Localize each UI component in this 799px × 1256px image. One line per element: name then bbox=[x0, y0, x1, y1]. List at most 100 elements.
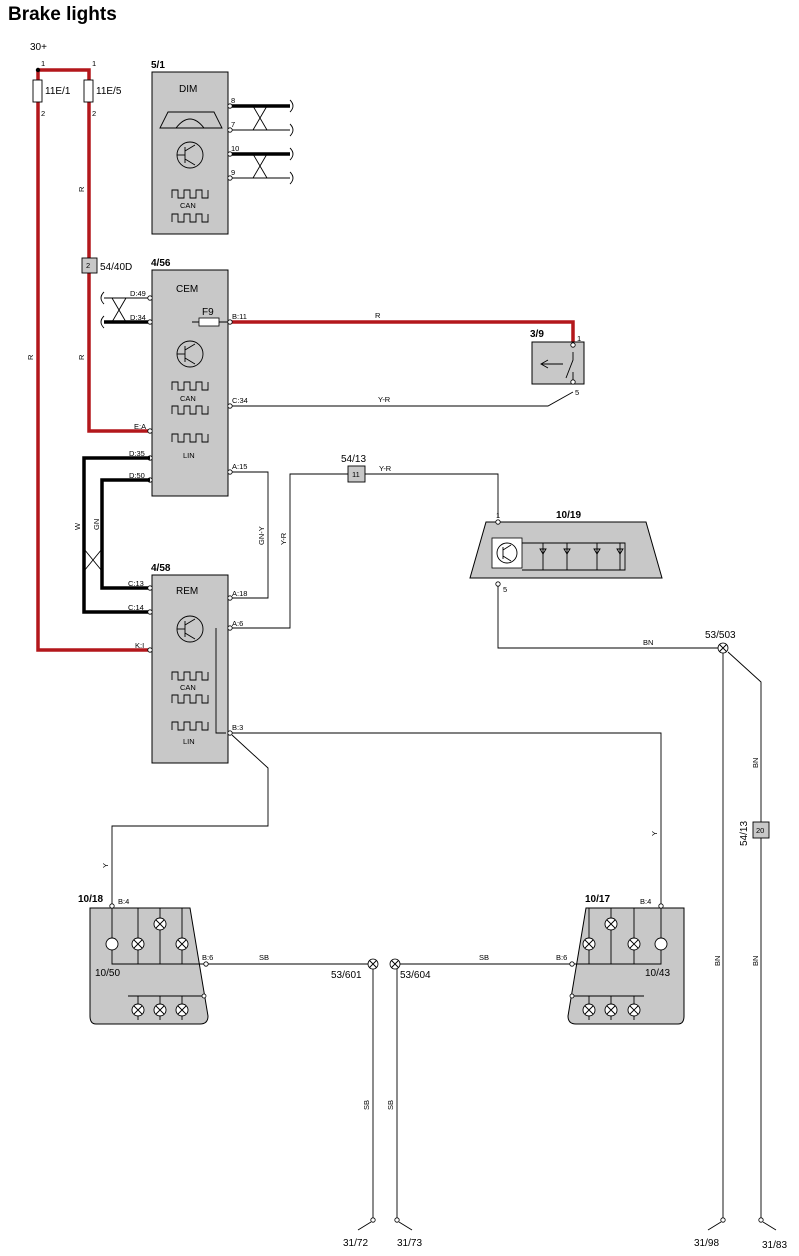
svg-text:2: 2 bbox=[86, 261, 90, 270]
led-icon bbox=[539, 548, 624, 555]
wire-color-label: SB bbox=[259, 953, 269, 962]
wire-gn bbox=[100, 478, 150, 590]
svg-text:8: 8 bbox=[231, 96, 235, 105]
can-pulse-icon bbox=[171, 189, 209, 199]
svg-text:10/19: 10/19 bbox=[556, 510, 581, 521]
wire-color-label: W bbox=[73, 522, 82, 530]
connector-54-13-pin20: 20 54/13 bbox=[739, 821, 770, 846]
svg-text:31/98: 31/98 bbox=[694, 1238, 719, 1249]
bulb-icon bbox=[582, 917, 668, 951]
svg-text:K:I: K:I bbox=[135, 641, 144, 650]
svg-text:53/601: 53/601 bbox=[331, 970, 362, 981]
supply-label: 30+ bbox=[30, 42, 47, 53]
wire-color-label: BN bbox=[751, 758, 760, 768]
wire-y-r-hmsl bbox=[232, 473, 348, 629]
svg-text:D:34: D:34 bbox=[130, 313, 146, 322]
svg-text:D:35: D:35 bbox=[129, 449, 145, 458]
wire-bn-hmsl bbox=[497, 586, 718, 649]
connector-54-13-pin11: 11 54/13 bbox=[341, 454, 366, 483]
wire-color-label: Y bbox=[650, 831, 659, 836]
wire-color-label: Y-R bbox=[279, 532, 288, 545]
svg-text:A:18: A:18 bbox=[232, 589, 247, 598]
right-tail-lamp: 10/17 B:4 B:6 10/43 bbox=[556, 894, 685, 1025]
supply-junction bbox=[35, 67, 41, 73]
ground-point-31-83: 31/83 bbox=[758, 1217, 787, 1251]
transistor-icon bbox=[176, 615, 204, 643]
svg-text:10/50: 10/50 bbox=[95, 968, 120, 979]
splice-53-503: 53/503 bbox=[705, 630, 736, 654]
fuse-11e-1: 1 2 11E/1 bbox=[32, 59, 71, 118]
svg-text:10/43: 10/43 bbox=[645, 968, 670, 979]
wire-w bbox=[82, 456, 150, 614]
svg-text:31/72: 31/72 bbox=[343, 1238, 368, 1249]
supply-wires bbox=[36, 68, 575, 652]
svg-text:1: 1 bbox=[577, 334, 581, 343]
svg-text:54/40D: 54/40D bbox=[100, 262, 132, 273]
wire-color-label: BN bbox=[643, 638, 653, 647]
svg-text:11: 11 bbox=[352, 470, 360, 479]
svg-text:1: 1 bbox=[41, 59, 45, 68]
wire-color-label: GN bbox=[92, 519, 101, 530]
svg-text:CAN: CAN bbox=[180, 201, 196, 210]
wire-color-label: Y-R bbox=[378, 395, 391, 404]
svg-text:B:11: B:11 bbox=[232, 312, 247, 321]
page-title: Brake lights bbox=[8, 4, 117, 25]
dim-id: 5/1 bbox=[151, 60, 165, 71]
supply-wire-rem bbox=[36, 70, 150, 652]
svg-text:20: 20 bbox=[756, 826, 764, 835]
svg-text:D:49: D:49 bbox=[130, 289, 146, 298]
svg-text:1: 1 bbox=[496, 511, 500, 520]
rem-id: 4/58 bbox=[151, 563, 171, 574]
high-mount-stop-lamp: 10/19 1 5 bbox=[469, 510, 663, 594]
fuse-f9: F9 bbox=[192, 307, 228, 327]
splice-53-604: 53/604 bbox=[389, 958, 431, 981]
svg-text:7: 7 bbox=[231, 120, 235, 129]
can-pulse-icon bbox=[171, 694, 209, 704]
wire-color-label: SB bbox=[479, 953, 489, 962]
instrument-cluster-icon bbox=[159, 111, 223, 129]
bulb-icon bbox=[582, 1003, 641, 1017]
svg-text:A:6: A:6 bbox=[232, 619, 243, 628]
left-tail-lamp: 10/18 B:4 B:6 10/50 bbox=[78, 894, 213, 1025]
wire-bn-31-83 bbox=[727, 651, 762, 1218]
can-pulse-icon bbox=[171, 213, 209, 223]
module-rem: 4/58 REM CAN LIN C:13 C:14 K:I A:18 A:6 … bbox=[128, 563, 247, 764]
svg-text:53/503: 53/503 bbox=[705, 630, 736, 641]
wire-color-label: Y bbox=[101, 863, 110, 868]
wire-color-label: GN-Y bbox=[257, 526, 266, 545]
wire-color-label: SB bbox=[386, 1100, 395, 1110]
wire-color-label: R bbox=[77, 186, 86, 192]
svg-text:E:A: E:A bbox=[134, 422, 146, 431]
wire-color-label: R bbox=[26, 354, 35, 360]
transistor-icon bbox=[496, 542, 518, 564]
brake-light-switch: 3/9 1 5 bbox=[530, 329, 585, 397]
svg-text:LIN: LIN bbox=[183, 737, 195, 746]
bulb-icon bbox=[105, 917, 189, 951]
wire-color-label: R bbox=[375, 311, 381, 320]
svg-text:31/73: 31/73 bbox=[397, 1238, 422, 1249]
brake-switch-feed-wire bbox=[230, 320, 575, 345]
svg-text:11E/5: 11E/5 bbox=[96, 86, 122, 97]
svg-text:2: 2 bbox=[92, 109, 96, 118]
svg-text:CAN: CAN bbox=[180, 683, 196, 692]
wire-color-label: BN bbox=[751, 956, 760, 966]
wire-color-label: Y-R bbox=[379, 464, 392, 473]
pedal-arrow-icon bbox=[540, 359, 563, 369]
svg-text:10/18: 10/18 bbox=[78, 894, 103, 905]
transistor-icon bbox=[176, 141, 204, 169]
connector-54-40d: 2 54/40D bbox=[81, 257, 132, 274]
svg-text:5: 5 bbox=[575, 388, 579, 397]
can-pulse-icon bbox=[171, 381, 209, 391]
svg-text:5: 5 bbox=[503, 585, 507, 594]
fuse-11e-5: 1 2 11E/5 bbox=[83, 59, 122, 118]
ground-point-31-72: 31/72 bbox=[343, 1217, 376, 1249]
svg-text:B:3: B:3 bbox=[232, 723, 243, 732]
svg-text:3/9: 3/9 bbox=[530, 329, 544, 340]
svg-text:C:14: C:14 bbox=[128, 603, 144, 612]
svg-text:54/13: 54/13 bbox=[739, 821, 750, 846]
twist-marker bbox=[83, 548, 103, 572]
svg-text:9: 9 bbox=[231, 168, 235, 177]
wire-y-right-lamp bbox=[232, 732, 662, 904]
svg-text:B:6: B:6 bbox=[556, 953, 567, 962]
